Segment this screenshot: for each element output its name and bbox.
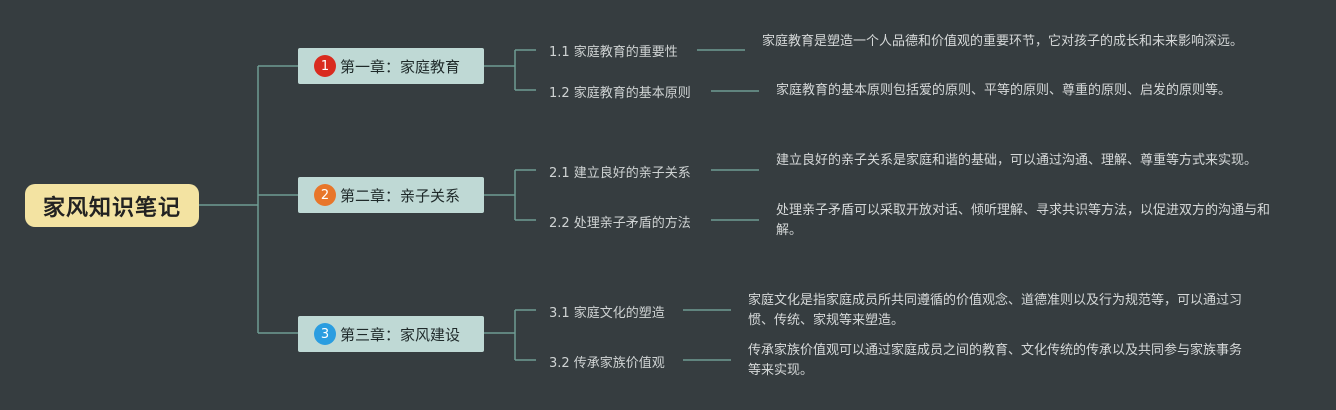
section-description-1-2: 家庭教育的基本原则包括爱的原则、平等的原则、尊重的原则、启发的原则等。: [776, 83, 1232, 98]
root-label: 家风知识笔记: [42, 195, 181, 221]
section-description-3-2: 传承家族价值观可以通过家庭成员之间的教育、文化传统的传承以及共同参与家族事务等来…: [748, 343, 1243, 378]
section-description-2-2: 处理亲子矛盾可以采取开放对话、倾听理解、寻求共识等方法，以促进双方的沟通与和解。: [776, 203, 1271, 238]
chapter-node-1[interactable]: 1 第一章：家庭教育: [298, 48, 484, 84]
section-description-1-1: 家庭教育是塑造一个人品德和价值观的重要环节，它对孩子的成长和未来影响深远。: [762, 34, 1244, 49]
root-node[interactable]: 家风知识笔记: [25, 184, 199, 227]
section-node-2-1[interactable]: 2.1 建立良好的亲子关系: [549, 166, 691, 181]
section-node-3-2[interactable]: 3.2 传承家族价值观: [549, 356, 665, 371]
chapter-number-badge: 1: [314, 55, 336, 77]
chapter-number-badge: 3: [314, 323, 336, 345]
section-node-1-2[interactable]: 1.2 家庭教育的基本原则: [549, 86, 691, 101]
chapter-node-2[interactable]: 2 第二章：亲子关系: [298, 177, 484, 213]
section-node-2-2[interactable]: 2.2 处理亲子矛盾的方法: [549, 216, 691, 231]
section-description-3-1: 家庭文化是指家庭成员所共同遵循的价值观念、道德准则以及行为规范等，可以通过习惯、…: [748, 293, 1243, 328]
chapter-label: 第一章：家庭教育: [340, 57, 461, 76]
chapter-label: 第三章：家风建设: [340, 325, 461, 344]
chapter-number-badge: 2: [314, 184, 336, 206]
section-node-3-1[interactable]: 3.1 家庭文化的塑造: [549, 306, 665, 321]
section-description-2-1: 建立良好的亲子关系是家庭和谐的基础，可以通过沟通、理解、尊重等方式来实现。: [776, 153, 1258, 168]
section-node-1-1[interactable]: 1.1 家庭教育的重要性: [549, 45, 678, 60]
chapter-label: 第二章：亲子关系: [340, 186, 461, 205]
chapter-node-3[interactable]: 3 第三章：家风建设: [298, 316, 484, 352]
